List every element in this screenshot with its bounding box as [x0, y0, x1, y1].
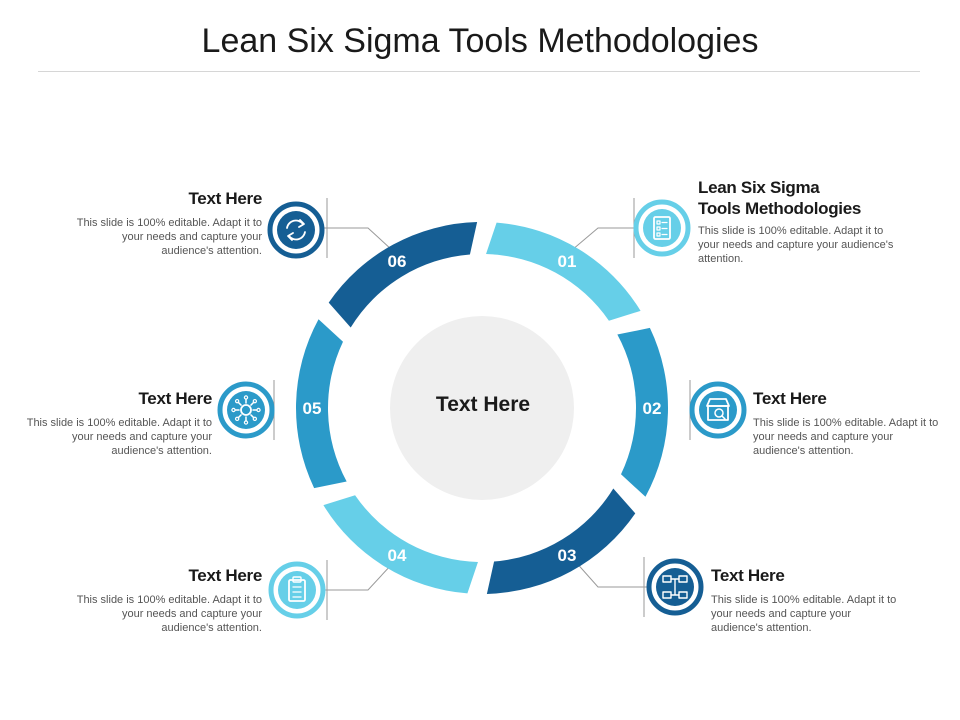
ring-segments: [295, 222, 669, 594]
network-gear-icon: [217, 381, 275, 439]
segment-number-03: 03: [558, 546, 577, 565]
item-03-description: This slide is 100% editable. Adapt it to…: [711, 594, 897, 634]
segment-number-02: 02: [643, 399, 662, 418]
item-05-heading: Text Here: [138, 389, 212, 408]
flowchart-icon: [646, 558, 704, 616]
item-06-description: This slide is 100% editable. Adapt it to…: [76, 217, 262, 257]
storefront-icon: [689, 381, 747, 439]
ring-segment-06: [328, 222, 478, 328]
refresh-cycle-icon: [267, 201, 325, 259]
icons: [217, 199, 747, 619]
item-02-description: This slide is 100% editable. Adapt it to…: [753, 417, 939, 457]
center-label: Text Here: [435, 393, 531, 416]
item-02: Text Here This slide is 100% editable. A…: [753, 388, 943, 458]
ring-segment-03: [486, 488, 636, 594]
item-01-description: This slide is 100% editable. Adapt it to…: [698, 225, 894, 265]
item-03: Text Here This slide is 100% editable. A…: [711, 565, 901, 635]
document-checklist-icon: [633, 199, 691, 257]
item-05-description: This slide is 100% editable. Adapt it to…: [26, 417, 212, 457]
segment-number-01: 01: [558, 252, 577, 271]
segment-number-04: 04: [388, 546, 407, 565]
ring-segment-02: [617, 327, 669, 497]
item-05: Text Here This slide is 100% editable. A…: [22, 388, 213, 458]
center-circle: [390, 316, 574, 500]
item-04-description: This slide is 100% editable. Adapt it to…: [76, 594, 262, 634]
item-01: Lean Six Sigma Tools Methodologies This …: [698, 177, 898, 266]
item-04: Text Here This slide is 100% editable. A…: [72, 565, 263, 635]
segment-number-06: 06: [388, 252, 407, 271]
item-06: Text Here This slide is 100% editable. A…: [72, 188, 263, 258]
ring-segment-05: [295, 319, 347, 489]
item-02-heading: Text Here: [753, 389, 827, 408]
item-06-heading: Text Here: [188, 189, 262, 208]
clipboard-icon: [268, 561, 326, 619]
segment-number-05: 05: [303, 399, 322, 418]
segment-labels: 01 02 03 04 05 06: [303, 252, 662, 565]
page-title: Lean Six Sigma Tools Methodologies: [201, 22, 759, 60]
item-04-heading: Text Here: [188, 566, 262, 585]
ring-segment-04: [323, 495, 478, 594]
item-01-heading: Lean Six Sigma Tools Methodologies: [698, 178, 862, 218]
title-divider: [38, 71, 920, 72]
item-03-heading: Text Here: [711, 566, 785, 585]
ring-segment-01: [486, 222, 641, 321]
